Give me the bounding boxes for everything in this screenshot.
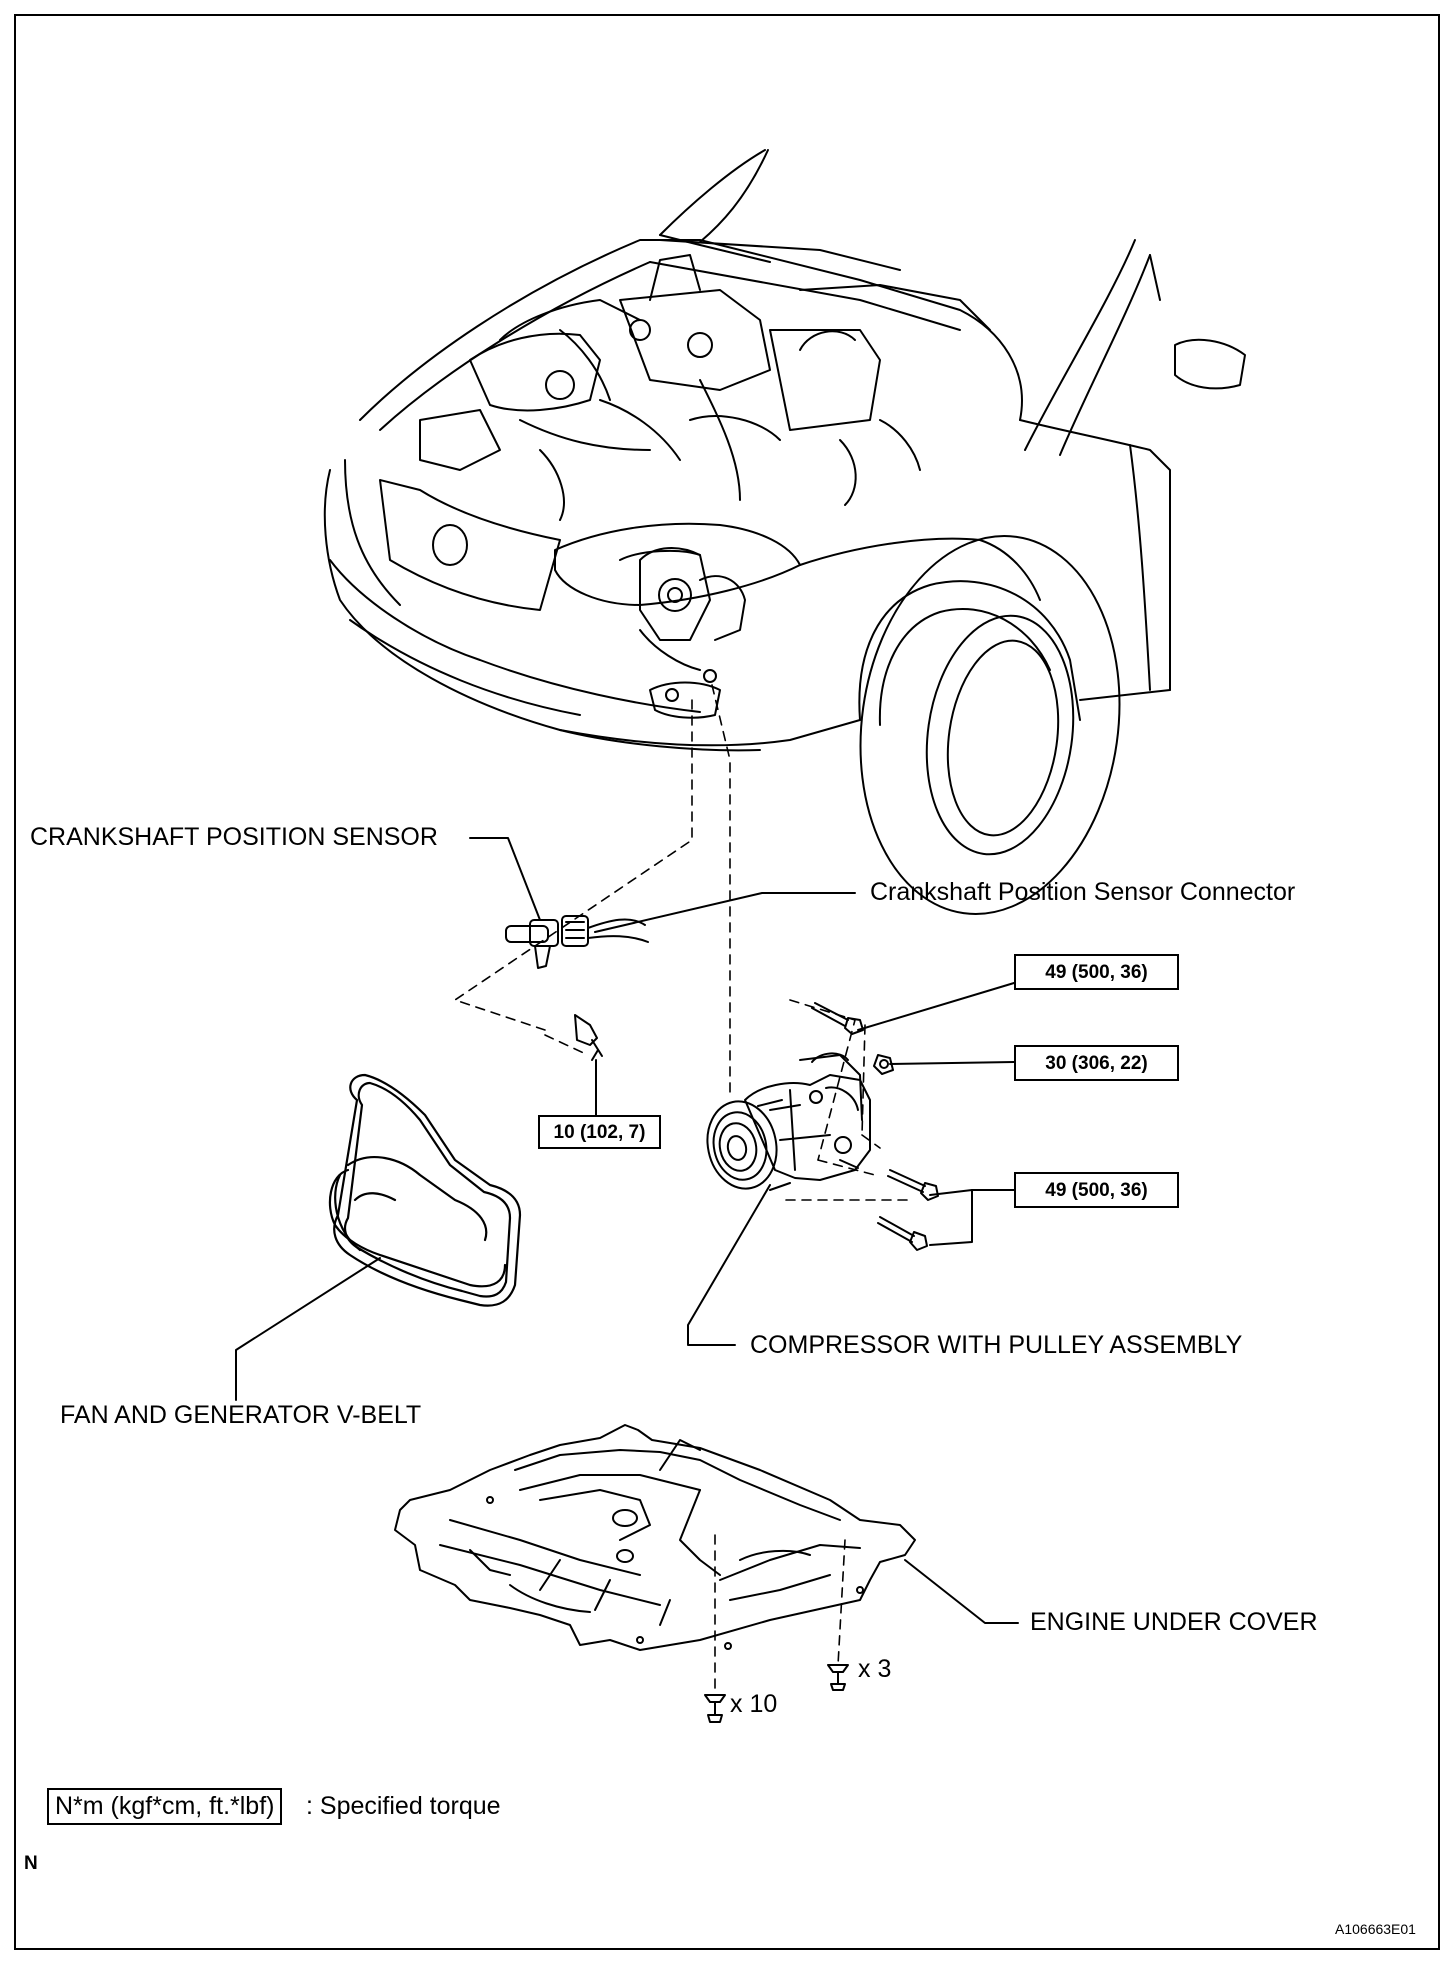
torque-sensor-bolt: 10 (102, 7) (538, 1115, 661, 1149)
label-compressor-with-pulley: COMPRESSOR WITH PULLEY ASSEMBLY (750, 1331, 1243, 1359)
torque-compressor-nut: 30 (306, 22) (1014, 1045, 1179, 1081)
leader-lines (235, 837, 1019, 1624)
footer-mark: N (24, 1853, 38, 1874)
under-cover-screws (704, 1664, 849, 1723)
sensor-bolt (574, 1014, 603, 1061)
vehicle-front-illustration (323, 149, 1246, 915)
label-quantity-10: x 10 (730, 1690, 778, 1718)
label-engine-under-cover: ENGINE UNDER COVER (1030, 1608, 1318, 1636)
engine-under-cover-illustration (394, 1424, 916, 1651)
legend-description: : Specified torque (306, 1792, 501, 1820)
label-quantity-3: x 3 (858, 1655, 892, 1683)
legend-torque-unit: N*m (kgf*cm, ft.*lbf) (47, 1788, 283, 1825)
fan-and-generator-v-belt (328, 1073, 522, 1307)
compressor-with-pulley (706, 1052, 871, 1191)
figure-id: A106663E01 (1335, 1921, 1416, 1937)
label-fan-generator-v-belt: FAN AND GENERATOR V-BELT (60, 1401, 422, 1429)
compressor-fasteners (811, 1002, 939, 1251)
label-crankshaft-sensor-connector: Crankshaft Position Sensor Connector (870, 878, 1296, 906)
torque-compressor-lower-bolts: 49 (500, 36) (1014, 1172, 1179, 1208)
crankshaft-position-sensor (505, 915, 649, 969)
torque-compressor-top-bolt: 49 (500, 36) (1014, 954, 1179, 990)
label-crankshaft-position-sensor: CRANKSHAFT POSITION SENSOR (30, 823, 438, 851)
diagram-frame (14, 14, 1440, 1950)
